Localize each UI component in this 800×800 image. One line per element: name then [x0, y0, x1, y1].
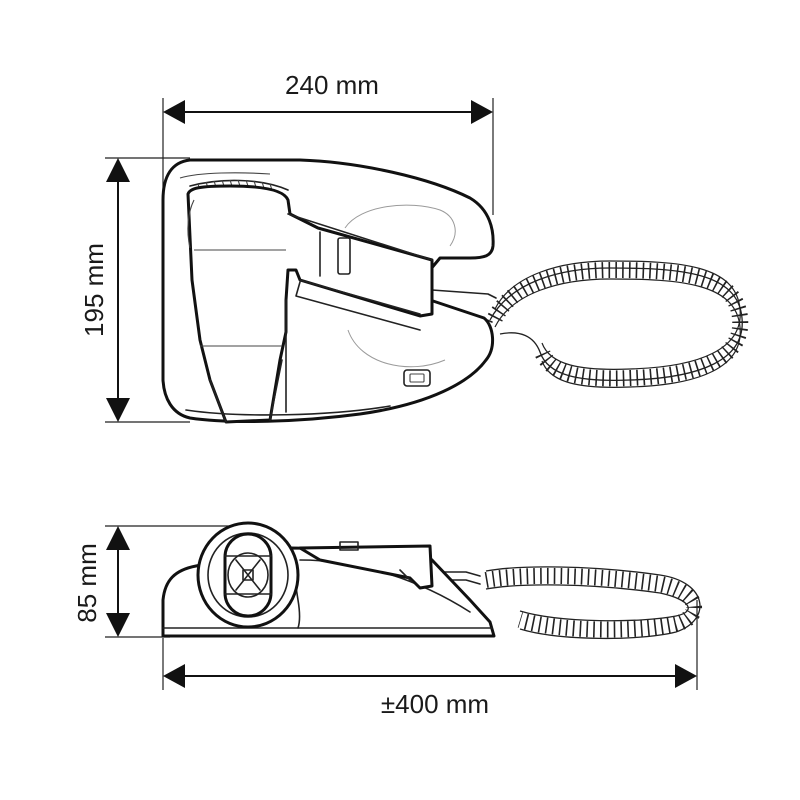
arrowhead-left [163, 100, 185, 124]
arrowhead-bottom [106, 398, 130, 422]
label-length: ±400 mm [381, 689, 489, 719]
side-cradle [298, 544, 434, 590]
label-width: 240 mm [285, 70, 379, 100]
dimension-depth: 85 mm [72, 526, 130, 637]
label-height: 195 mm [79, 243, 109, 337]
dimension-length: ±400 mm [163, 664, 697, 719]
arrowhead-right [471, 100, 493, 124]
dimension-height: 195 mm [79, 158, 130, 422]
dryer-body [186, 184, 434, 424]
arrowhead-top [106, 158, 130, 182]
nozzle-cross-icon [235, 559, 261, 591]
dryer-grille [189, 179, 289, 191]
holder-switch-icon [403, 369, 431, 387]
back-plate-circle [344, 204, 456, 247]
front-view: 240 mm 195 mm [79, 70, 749, 424]
dryer-nozzle-end [196, 521, 300, 629]
label-depth: 85 mm [72, 543, 102, 622]
dimension-width: 240 mm [163, 70, 493, 124]
side-view: 85 mm ±400 mm [72, 521, 702, 719]
switch-slot [337, 237, 351, 275]
